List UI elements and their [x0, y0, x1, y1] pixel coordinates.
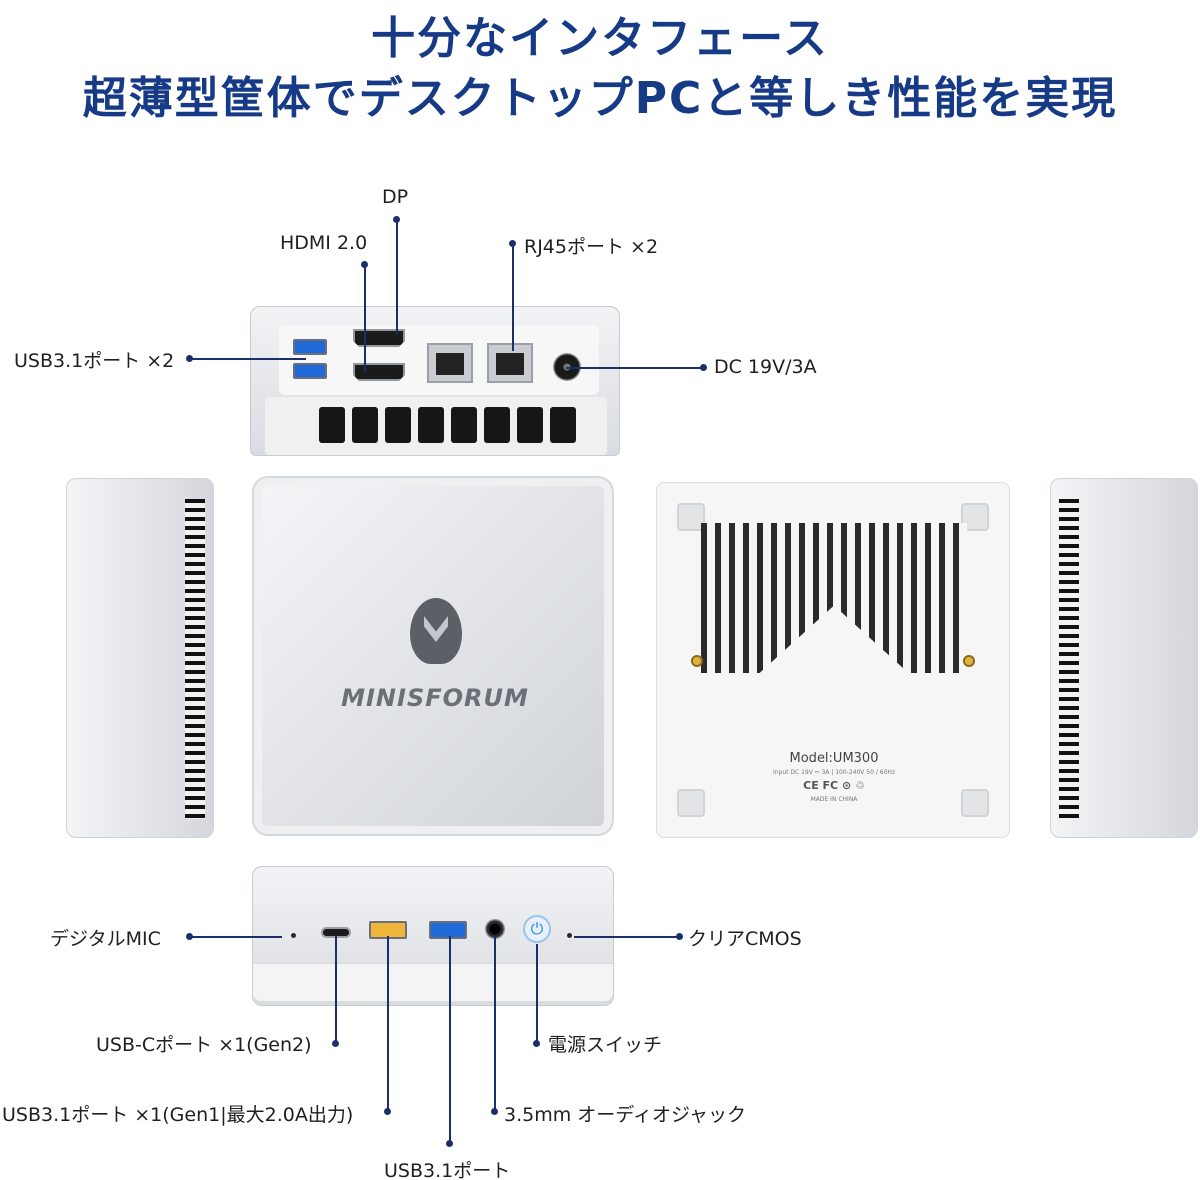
subheadline: 超薄型筐体でデスクトップPCと等しき性能を実現 — [82, 73, 1118, 124]
label-cmos: クリアCMOS — [688, 928, 802, 950]
leader-dot — [393, 216, 400, 223]
rear-vent — [418, 407, 444, 443]
rear-usb-port-2 — [293, 363, 327, 379]
leader-dot — [361, 261, 368, 268]
usb-front-port — [429, 921, 467, 939]
leader-audio — [494, 936, 496, 1112]
certification-marks: CE FC ⊙ ♲ — [803, 779, 865, 792]
leader-dot — [676, 933, 683, 940]
cmos-pinhole — [567, 933, 572, 938]
rubber-foot — [677, 503, 705, 531]
label-audio: 3.5mm オーディオジャック — [504, 1104, 746, 1126]
power-icon: ⏻ — [530, 919, 544, 938]
leader-power — [536, 944, 538, 1044]
label-usb-gen1: USB3.1ポート ×1(Gen1|最大2.0A出力) — [2, 1104, 354, 1126]
leader-dot — [509, 240, 516, 247]
leader-dot — [186, 933, 193, 940]
front-view: ⏻ — [252, 866, 614, 1006]
brand-logo-icon — [410, 598, 462, 664]
rear-vent — [352, 407, 378, 443]
leader-rj45 — [512, 243, 514, 351]
made-in: MADE IN CHINA — [810, 796, 858, 803]
screw-icon — [691, 655, 703, 667]
label-rj45: RJ45ポート ×2 — [524, 236, 659, 258]
right-side-view — [1050, 478, 1198, 838]
leader-usb-rear — [190, 358, 306, 360]
leader-usb-front — [449, 936, 451, 1144]
dp-port — [353, 329, 405, 347]
label-mic: デジタルMIC — [50, 928, 161, 950]
rear-usb-port-1 — [293, 339, 327, 355]
rj45-port-2 — [487, 343, 533, 383]
left-side-view — [66, 478, 214, 838]
label-usb-front: USB3.1ポート — [384, 1160, 511, 1180]
rubber-foot — [961, 789, 989, 817]
rubber-foot — [677, 789, 705, 817]
bottom-vent — [701, 523, 967, 673]
input-rating: Input DC 19V ⎓ 3A | 100-240V 50 / 60Hz — [772, 769, 896, 776]
rear-vent — [385, 407, 411, 443]
leader-usb-gen1 — [387, 936, 389, 1112]
leader-dot — [446, 1140, 453, 1147]
leader-dot — [533, 1040, 540, 1047]
leader-dot — [332, 1040, 339, 1047]
rear-view — [250, 306, 620, 456]
leader-dot — [491, 1108, 498, 1115]
leader-hdmi — [364, 264, 366, 372]
screw-icon — [963, 655, 975, 667]
leader-dot — [186, 355, 193, 362]
leader-dot — [700, 364, 707, 371]
front-bottom-strip — [253, 963, 613, 1001]
audio-jack — [485, 919, 505, 939]
rear-vent — [550, 407, 576, 443]
label-power: 電源スイッチ — [548, 1034, 663, 1056]
leader-mic — [190, 936, 282, 938]
rear-vent — [319, 407, 345, 443]
leader-usbc — [335, 936, 337, 1044]
label-hdmi: HDMI 2.0 — [280, 232, 368, 254]
label-usbc: USB-Cポート ×1(Gen2) — [96, 1034, 312, 1056]
model-number: Model:UM300 — [789, 751, 879, 766]
leader-dc — [566, 367, 704, 369]
mic-pinhole — [291, 933, 296, 938]
top-view: MINISFORUM — [252, 476, 614, 836]
leader-cmos — [574, 936, 678, 938]
label-dc: DC 19V/3A — [714, 356, 817, 378]
headline: 十分なインタフェース — [371, 13, 829, 64]
leader-dot — [384, 1108, 391, 1115]
label-usb-rear: USB3.1ポート ×2 — [14, 350, 175, 372]
bottom-view: Model:UM300 Input DC 19V ⎓ 3A | 100-240V… — [656, 482, 1010, 838]
side-grille — [1059, 499, 1079, 819]
power-button: ⏻ — [523, 915, 551, 943]
hdmi-port — [353, 363, 405, 381]
label-dp: DP — [382, 186, 409, 208]
leader-dp — [396, 218, 398, 334]
rear-vent — [451, 407, 477, 443]
rear-vent — [517, 407, 543, 443]
rear-vent — [484, 407, 510, 443]
brand-name: MINISFORUM — [341, 684, 529, 712]
rj45-port-1 — [427, 343, 473, 383]
side-grille — [185, 499, 205, 819]
